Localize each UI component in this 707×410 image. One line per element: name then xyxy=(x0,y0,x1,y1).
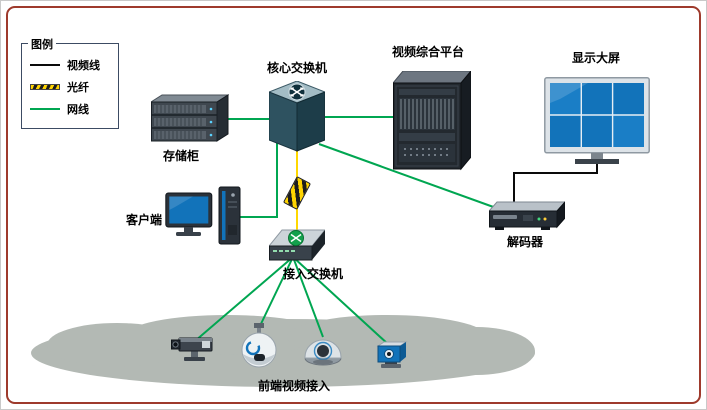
storage-icon xyxy=(149,94,230,142)
client-label: 客户端 xyxy=(125,213,162,227)
legend-title: 图例 xyxy=(28,36,56,52)
legend-item-label: 网线 xyxy=(67,104,89,116)
node-video-platform xyxy=(391,69,473,176)
node-core-switch xyxy=(267,80,327,158)
node-camera-box xyxy=(171,331,219,370)
node-camera-ptz xyxy=(238,323,280,374)
fiber-line-sample-icon xyxy=(30,84,60,90)
node-camera-cube xyxy=(372,337,412,376)
access-switch-label: 接入交换机 xyxy=(282,267,343,281)
node-display-wall xyxy=(544,77,650,176)
node-camera-dome xyxy=(302,329,344,372)
node-client xyxy=(165,185,241,254)
camera-box-icon xyxy=(171,337,213,361)
camera-cube-icon xyxy=(376,341,408,368)
video-platform-icon xyxy=(391,69,473,171)
lan-line-sample-icon xyxy=(30,108,60,110)
node-storage xyxy=(149,93,230,148)
legend-box: 图例 视频线 光纤 网线 xyxy=(21,36,119,129)
core-switch-icon xyxy=(267,80,327,152)
fiber-hatch-marker xyxy=(282,176,312,210)
display-wall-icon xyxy=(544,77,650,164)
client-icon xyxy=(165,186,241,245)
frontend-group-label: 前端视频接入 xyxy=(257,379,330,393)
legend-item-label: 视频线 xyxy=(67,60,100,72)
legend-item-video-line: 视频线 xyxy=(30,54,110,76)
video-line-sample-icon xyxy=(30,64,60,66)
video-platform-label: 视频综合平台 xyxy=(391,45,464,59)
core-switch-label: 核心交换机 xyxy=(266,61,327,75)
storage-label: 存储柜 xyxy=(162,149,199,163)
legend-item-fiber-line: 光纤 xyxy=(30,76,110,98)
camera-ptz-icon xyxy=(241,323,277,368)
decoder-label: 解码器 xyxy=(506,235,543,249)
access-switch-icon xyxy=(267,229,327,261)
legend-item-label: 光纤 xyxy=(67,82,89,94)
decoder-icon xyxy=(487,200,567,230)
legend-item-lan-line: 网线 xyxy=(30,98,110,120)
node-access-switch xyxy=(267,229,327,270)
display-wall-label: 显示大屏 xyxy=(571,51,620,65)
camera-dome-icon xyxy=(304,339,342,366)
